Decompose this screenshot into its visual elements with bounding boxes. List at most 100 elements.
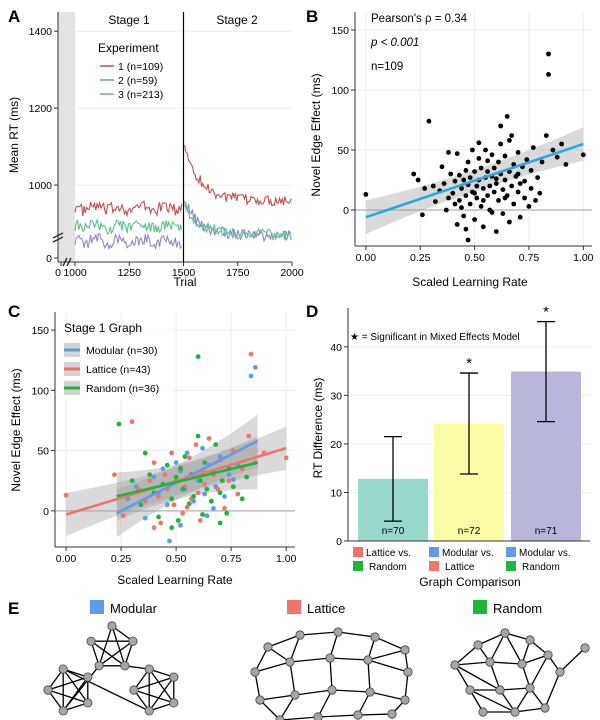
panel-d-category-label-top: Modular vs.: [519, 548, 571, 559]
panel-b-xlabel: Scaled Learning Rate: [412, 275, 528, 289]
panel-b-point: [478, 204, 484, 209]
panel-d-category-swatch: [429, 561, 439, 571]
lattice-edge: [317, 714, 359, 718]
lattice-graph-label: Lattice: [307, 601, 345, 616]
panel-b-point: [496, 198, 501, 203]
panel-b-point: [446, 195, 451, 201]
random-edge: [514, 687, 531, 713]
panel-d-category-swatch: [506, 561, 516, 571]
panel-a-series-line-3: [74, 217, 183, 235]
panel-b-xtick-label: 1.00: [573, 252, 594, 264]
panel-d-category-swatch: [506, 547, 516, 557]
lattice-node: [250, 667, 260, 677]
panel-c-point-modular: [151, 474, 157, 480]
panel-b-point: [537, 190, 543, 196]
panel-b-point: [502, 177, 508, 183]
panel-b-point: [472, 190, 477, 196]
panel-c-point-lattice: [158, 520, 164, 526]
panel-b-point: [517, 181, 523, 187]
panel-c-point-random: [182, 454, 188, 459]
panel-b-point: [498, 141, 504, 147]
panel-c-point-random: [129, 478, 135, 484]
panel-b-point: [459, 205, 464, 211]
panel-b-ylabel: Novel Edge Effect (ms): [309, 73, 323, 196]
panel-c-point-modular: [184, 450, 190, 456]
panel-b-point: [546, 51, 551, 57]
lattice-edge: [337, 631, 376, 638]
panel-b-point: [441, 181, 447, 187]
panel-c-point-lattice: [193, 442, 199, 447]
panel-c-point-random: [169, 525, 175, 531]
panel-c-point-modular: [173, 460, 179, 465]
panel-b-point: [509, 133, 514, 139]
panel-b-point: [498, 123, 504, 129]
lattice-edge: [369, 691, 406, 701]
modular-node: [128, 636, 138, 646]
panel-b-point: [480, 224, 486, 230]
panel-d-category-label-top: Modular vs.: [442, 548, 494, 559]
panel-b-point: [454, 222, 460, 227]
modular-node: [169, 698, 179, 708]
modular-edge: [148, 676, 175, 712]
random-node: [540, 703, 550, 713]
panel-c-point-random: [191, 494, 197, 499]
panel-c-xtick-label: 1.00: [276, 553, 297, 565]
random-node: [473, 640, 483, 650]
panel-e-graphs: Modular Lattice Random: [43, 600, 590, 720]
panel-d-ytick-label: 10: [330, 487, 342, 499]
panel-c-point-random: [116, 421, 122, 427]
lattice-edge: [374, 636, 406, 651]
random-node: [543, 650, 553, 660]
panel-c-point-modular: [222, 494, 227, 499]
panel-b-point: [461, 177, 467, 183]
panel-b-point: [563, 162, 569, 167]
panel-c-point-lattice: [226, 478, 232, 484]
panel-b-point: [476, 140, 482, 146]
panel-c-point-random: [180, 486, 186, 492]
panel-b-point: [478, 165, 484, 171]
modular-edge: [148, 668, 175, 704]
panel-b-point: [524, 157, 530, 163]
panel-b-point: [467, 175, 473, 181]
panel-c-point-random: [169, 496, 175, 502]
random-edge: [489, 632, 506, 663]
panel-d-n-label: n=71: [535, 526, 558, 537]
modular-node: [43, 685, 53, 695]
panel-b-point: [476, 156, 482, 161]
panel-b-point: [496, 159, 501, 165]
lattice-edge: [254, 646, 269, 673]
panel-a-legend-label-1: 1 (n=109): [118, 61, 163, 73]
panel-b-point: [452, 201, 458, 207]
lattice-node: [263, 642, 273, 652]
panel-d-category-swatch: [353, 561, 363, 571]
panel-b-ytick-label: 0: [343, 205, 349, 217]
panel-c-point-modular: [164, 502, 170, 508]
panel-a-ytick-label: 1400: [29, 26, 53, 38]
panel-d-ytick-label: 40: [330, 342, 342, 354]
random-node: [500, 628, 510, 638]
panel-c-point-modular: [142, 515, 148, 521]
panel-c-point-lattice: [184, 504, 190, 510]
panel-b-point: [511, 201, 517, 207]
modular-node: [169, 672, 179, 682]
panel-d-n-label: n=70: [382, 526, 405, 537]
lattice-node: [363, 655, 373, 665]
lattice-node: [365, 687, 375, 697]
panel-b-point: [522, 195, 527, 201]
panel-b-point: [493, 176, 499, 182]
panel-a-axis-break: [52, 236, 64, 243]
panel-b-point: [493, 181, 499, 187]
lattice-edge: [329, 657, 369, 661]
panel-c-point-modular: [230, 477, 236, 482]
modular-edge: [98, 625, 113, 667]
random-node: [517, 659, 527, 669]
panel-b-point: [491, 165, 497, 171]
random-edge: [514, 707, 546, 713]
lattice-node: [403, 667, 413, 677]
lattice-edge: [357, 713, 393, 716]
panel-c-point-random: [224, 510, 230, 516]
panel-c-point-lattice: [169, 450, 175, 456]
panel-d-ytick-label: 20: [330, 439, 342, 451]
